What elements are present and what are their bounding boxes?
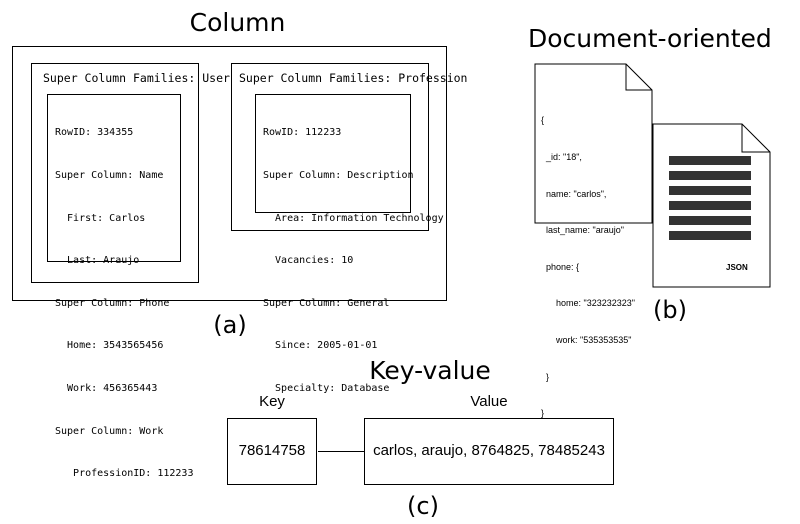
record-line: Area: Information Technology bbox=[263, 212, 444, 224]
caption-b: (b) bbox=[653, 296, 687, 324]
json-line: last_name: "araujo" bbox=[541, 225, 624, 236]
record-line: Super Column: Phone bbox=[55, 297, 170, 309]
json-line: phone: { bbox=[541, 261, 580, 272]
column-title: Column bbox=[189, 8, 286, 37]
record-line: Home: 3543565456 bbox=[55, 340, 164, 352]
caption-a: (a) bbox=[213, 311, 247, 339]
record-line: Work: 456365443 bbox=[55, 383, 158, 395]
caption-c: (c) bbox=[407, 492, 439, 520]
record-line: ProfessionID: 112233 bbox=[55, 468, 194, 480]
json-line: { bbox=[541, 115, 545, 126]
json-line: _id: "18", bbox=[541, 152, 582, 163]
json-line: work: "535353535" bbox=[541, 335, 632, 346]
key-value-text: 78614758 bbox=[238, 442, 306, 459]
record-line: RowID: 112233 bbox=[263, 127, 342, 139]
profession-record-lines: RowID: 112233 Super Column: Description … bbox=[263, 98, 444, 410]
record-line: RowID: 334355 bbox=[55, 127, 134, 139]
json-line: } bbox=[541, 371, 550, 382]
json-line: name: "carlos", bbox=[541, 188, 607, 199]
record-line: Super Column: Description bbox=[263, 170, 414, 182]
record-line: Specialty: Database bbox=[263, 383, 390, 395]
key-label: Key bbox=[259, 393, 285, 410]
key-value-connector bbox=[318, 451, 364, 452]
value-text: carlos, araujo, 8764825, 78485243 bbox=[373, 442, 605, 459]
value-label: Value bbox=[470, 393, 508, 410]
document-title: Document-oriented bbox=[528, 24, 772, 53]
record-line: Super Column: General bbox=[263, 297, 390, 309]
profession-record bbox=[255, 94, 411, 213]
user-record-lines: RowID: 334355 Super Column: Name First: … bbox=[55, 98, 193, 496]
value-box bbox=[364, 418, 614, 485]
user-record bbox=[47, 94, 181, 262]
keyvalue-title: Key-value bbox=[369, 356, 491, 385]
record-line: First: Carlos bbox=[55, 212, 146, 224]
json-line: home: "323232323" bbox=[541, 298, 635, 309]
record-line: Last: Araujo bbox=[55, 255, 140, 267]
record-line: Since: 2005-01-01 bbox=[263, 340, 378, 352]
key-box bbox=[227, 418, 317, 485]
record-line: Super Column: Name bbox=[55, 170, 164, 182]
json-document-text: { _id: "18", name: "carlos", last_name: … bbox=[541, 90, 635, 432]
family-user-header: Super Column Families: User bbox=[43, 71, 230, 85]
record-line: Super Column: Work bbox=[55, 425, 164, 437]
family-profession-header: Super Column Families: Profession bbox=[239, 71, 468, 85]
json-file-label: JSON bbox=[726, 263, 748, 272]
document-page-back bbox=[534, 63, 653, 224]
json-line: } bbox=[541, 408, 545, 419]
record-line: Vacancies: 10 bbox=[263, 255, 354, 267]
